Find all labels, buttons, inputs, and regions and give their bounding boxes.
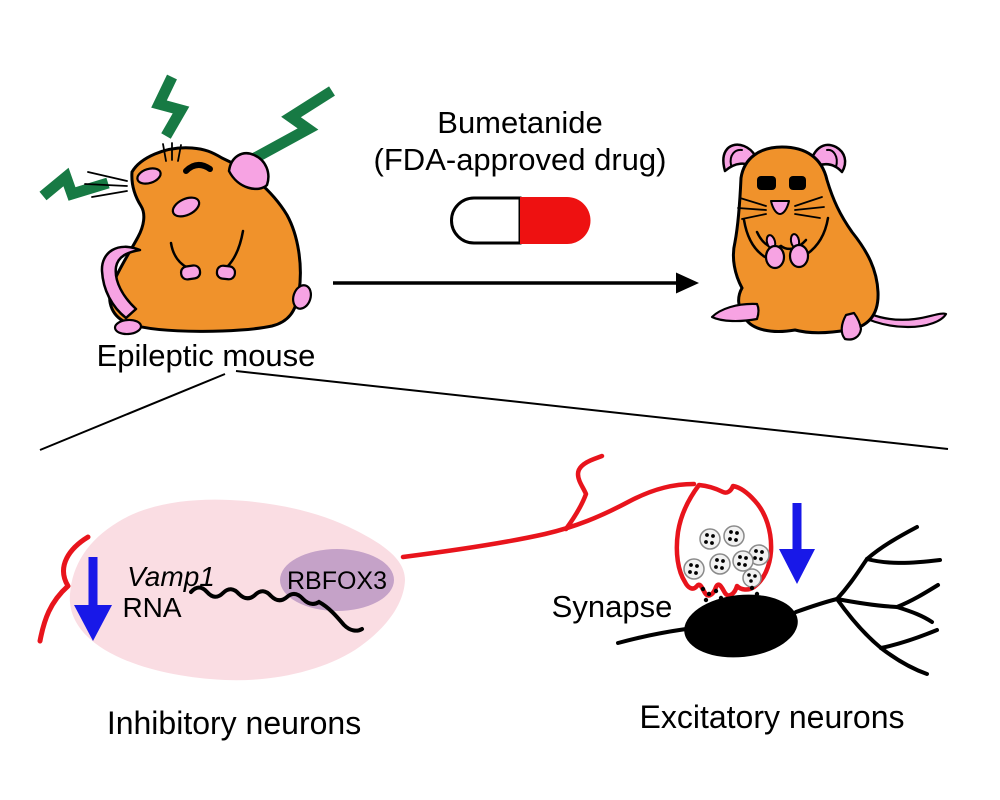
- healthy-mouse-nose: [770, 200, 790, 215]
- healthy-mouse: [710, 143, 948, 341]
- red-input-dendrite: [37, 534, 91, 644]
- healthy-mouse-eye: [757, 176, 776, 190]
- epileptic-mouse-body: [108, 146, 302, 333]
- synapse-label: Synapse: [552, 589, 673, 624]
- healthy-mouse-thumbs-up-paw: [764, 234, 786, 270]
- lightning-bolt-icon: [39, 167, 110, 201]
- epileptic-mouse-foot: [292, 284, 312, 310]
- pill-left-half: [450, 196, 522, 245]
- vesicle-icon: [742, 568, 762, 588]
- epileptic-mouse-open-mouth: [171, 196, 201, 218]
- rbfox3-label: RBFOX3: [287, 567, 387, 595]
- soma-axon-line: [616, 627, 688, 645]
- excitatory-soma: [684, 594, 798, 658]
- epileptic-mouse: [39, 74, 335, 336]
- treatment-arrow: [333, 272, 699, 294]
- drug-annotation: Bumetanide (FDA-approved drug): [374, 105, 667, 245]
- epileptic-mouse-whiskers: [84, 142, 182, 198]
- zoom-line-left: [39, 373, 226, 451]
- rbfox3-protein-blob: [280, 549, 394, 611]
- right-arrow-icon: [676, 272, 699, 294]
- inhibitory-neurons-label: Inhibitory neurons: [107, 705, 361, 741]
- red-axon: [400, 481, 697, 560]
- zoom-indicator-lines: [39, 370, 949, 451]
- top-panel: Epileptic mouse Bumetanide (FDA-approved…: [39, 74, 948, 373]
- drug-name-text: Bumetanide: [437, 105, 602, 140]
- epileptic-mouse-tail: [100, 245, 142, 320]
- bottom-panel: Vamp1 RNA RBFOX3 Inhibitory neurons: [37, 453, 942, 741]
- red-axon-branch: [563, 453, 605, 532]
- rna-label: RNA: [122, 592, 181, 623]
- vesicle-icon: [732, 550, 754, 572]
- healthy-mouse-whiskers: [737, 196, 825, 220]
- down-arrow-head: [779, 549, 815, 584]
- epileptic-mouse-ear: [227, 152, 270, 191]
- healthy-mouse-foot: [840, 311, 863, 341]
- capsule-pill-icon: [450, 196, 591, 245]
- synaptic-vesicles: [683, 525, 770, 588]
- rna-squiggle: [189, 585, 364, 633]
- epileptic-mouse-closed-eye: [183, 162, 213, 174]
- vesicle-icon: [709, 553, 731, 575]
- drug-subtitle-text: (FDA-approved drug): [374, 142, 667, 177]
- epileptic-mouse-label: Epileptic mouse: [97, 338, 316, 373]
- lightning-bolt-icon: [151, 74, 190, 139]
- epileptic-mouse-snout: [136, 167, 162, 185]
- excitatory-neuron-diagram: Synapse: [400, 453, 942, 676]
- decrease-arrow-synapse: [779, 503, 815, 584]
- excitatory-neurons-label: Excitatory neurons: [639, 699, 904, 735]
- epileptic-mouse-paw: [179, 264, 202, 281]
- decrease-arrow-vamp1: [74, 557, 112, 641]
- healthy-mouse-thumbs-up-paw: [788, 233, 810, 269]
- zoom-line-right: [235, 370, 949, 450]
- inhibitory-neuron-diagram: Vamp1 RNA RBFOX3: [37, 499, 405, 681]
- down-arrow-head: [74, 605, 112, 641]
- pill-right-half: [520, 197, 591, 244]
- vesicle-icon: [748, 544, 770, 566]
- epileptic-mouse-paw: [215, 264, 237, 281]
- dendrites: [794, 525, 942, 676]
- vesicle-icon: [699, 528, 721, 550]
- epileptic-mouse-foot: [113, 318, 143, 336]
- vesicle-icon: [683, 558, 705, 580]
- healthy-mouse-tail: [847, 302, 948, 329]
- healthy-mouse-foot: [710, 302, 760, 323]
- healthy-mouse-eye: [789, 176, 806, 190]
- vesicle-icon: [723, 525, 745, 547]
- lightning-bolt-icon: [250, 86, 335, 164]
- healthy-mouse-ear-folds: [729, 148, 838, 168]
